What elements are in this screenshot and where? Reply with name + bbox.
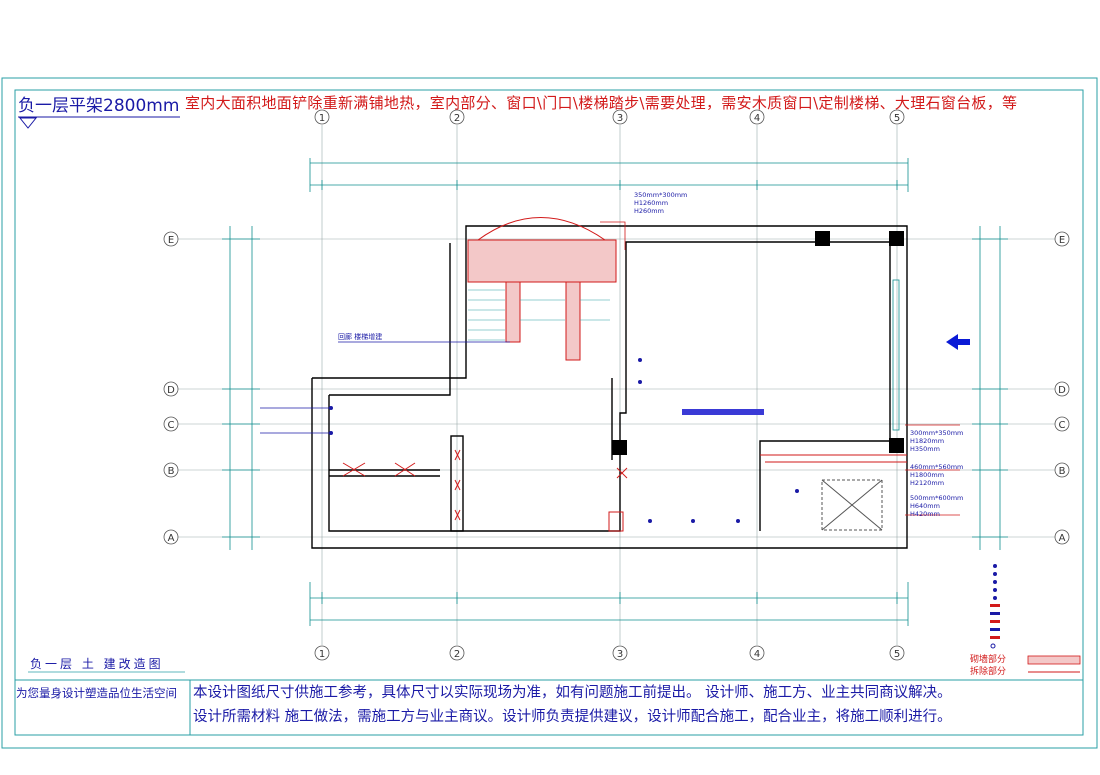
demolition-marks	[342, 449, 628, 521]
dimension-chain-left	[222, 226, 260, 550]
grid-col-bottom-5: 5	[894, 649, 900, 660]
drawing-name: 负一层 土 建改造图	[30, 657, 164, 671]
window-spec-right-6: H2120mm	[910, 479, 944, 487]
window-spec-right-2: H1820mm	[910, 437, 944, 445]
legend-symbols	[990, 564, 1081, 673]
stair-hatch	[467, 217, 617, 361]
window-spec-top-1: 350mm*300mm	[634, 191, 687, 199]
construction-note: 室内大面积地面铲除重新满铺地热，室内部分、窗口\门口\楼梯踏步\需要处理，需安木…	[185, 94, 1018, 112]
grid-col-top-4: 4	[754, 113, 760, 124]
grid-bubbles-bottom	[314, 645, 905, 661]
drawing-border	[14, 89, 1084, 736]
grid-axes-vertical	[321, 125, 898, 645]
dimension-chain-top	[309, 158, 909, 192]
dimension-chain-bottom	[309, 582, 909, 626]
window-spec-right-3: H350mm	[910, 445, 940, 453]
entry-arrow-icon	[946, 334, 970, 350]
grid-col-bottom-2: 2	[454, 649, 460, 660]
grid-axes-horizontal	[178, 238, 1055, 538]
grid-col-top-3: 3	[617, 113, 623, 124]
leader-lines	[260, 221, 960, 516]
dimension-chain-right	[972, 226, 1008, 550]
grid-col-top-2: 2	[454, 113, 460, 124]
grid-row-right-C: C	[1059, 420, 1066, 431]
grid-bubbles-right	[1054, 231, 1070, 545]
level-mark	[18, 117, 38, 129]
window-spec-top-3: H260mm	[634, 207, 664, 215]
window-spec-right-4: 460mm*560mm	[910, 463, 963, 471]
footer-note-2: 设计所需材料 施工做法，需施工方与业主商议。设计师负责提供建议，设计师配合施工，…	[193, 709, 952, 725]
grid-row-right-B: B	[1059, 466, 1066, 477]
grid-col-bottom-1: 1	[319, 649, 325, 660]
window-spec-right-1: 300mm*350mm	[910, 429, 963, 437]
grid-row-right-D: D	[1058, 385, 1066, 396]
grid-row-left-C: C	[168, 420, 175, 431]
grid-col-bottom-3: 3	[617, 649, 623, 660]
legend-demolish: 拆除部分	[970, 667, 1007, 677]
footer-note-1: 本设计图纸尺寸供施工参考，具体尺寸以实际现场为准，如有问题施工前提出。 设计师、…	[193, 685, 952, 701]
window-spec-right-9: H420mm	[910, 510, 940, 518]
legend-wall-build: 砌墙部分	[970, 655, 1007, 665]
window-marks	[608, 279, 900, 532]
grid-col-top-1: 1	[319, 113, 325, 124]
grid-col-top-5: 5	[894, 113, 900, 124]
window-spec-right-8: H640mm	[910, 502, 940, 510]
grid-col-bottom-4: 4	[754, 649, 760, 660]
grid-row-left-A: A	[168, 533, 175, 544]
right-wing	[760, 454, 907, 531]
grid-row-left-B: B	[168, 466, 175, 477]
window-spec-right-7: 500mm*600mm	[910, 494, 963, 502]
company-slogan: 为您量身设计塑造品位生活空间	[16, 686, 177, 700]
stair-label: 回廊 楼梯增建	[338, 332, 382, 341]
outlet-points	[329, 358, 799, 523]
window-spec-right-5: H1800mm	[910, 471, 944, 479]
sheet-border	[1, 77, 1098, 749]
grid-row-right-E: E	[1059, 235, 1065, 246]
grid-row-left-D: D	[167, 385, 175, 396]
grid-bubbles-left	[163, 231, 179, 545]
grid-row-left-E: E	[168, 235, 174, 246]
structural-columns	[612, 231, 904, 455]
page-title: 负一层平架2800mm	[18, 96, 180, 116]
window-spec-top-2: H1260mm	[634, 199, 668, 207]
exterior-walls	[311, 225, 908, 549]
grid-row-right-A: A	[1059, 533, 1066, 544]
grid-bubbles-top	[314, 109, 905, 125]
